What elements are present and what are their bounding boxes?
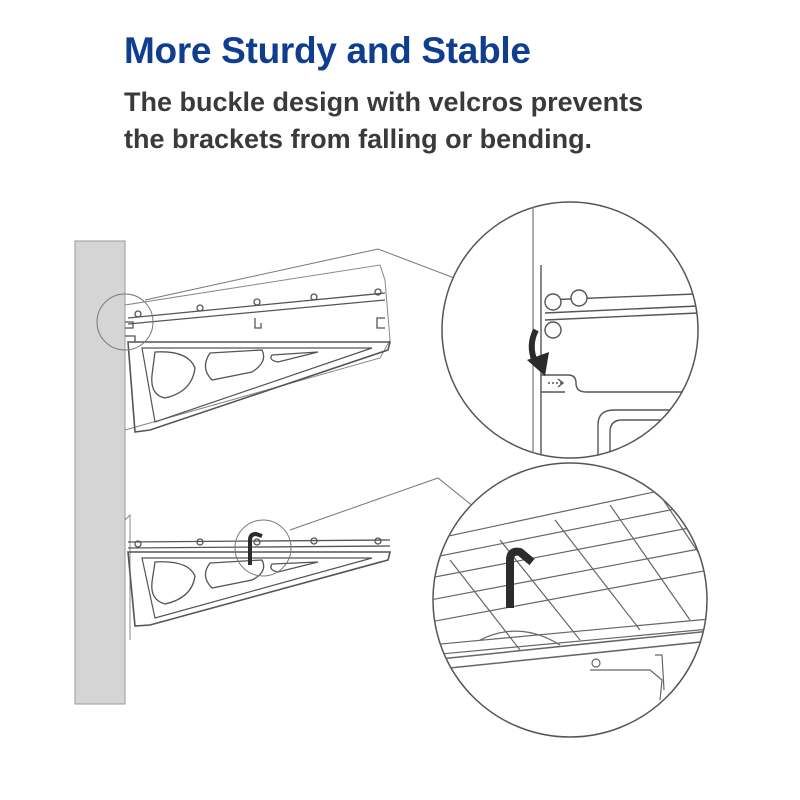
curved-arrow-icon — [527, 328, 549, 376]
wall — [74, 240, 126, 705]
bottom-shelf-bracket — [124, 513, 392, 640]
page-subtitle: The buckle design with velcros prevents … — [124, 84, 744, 158]
page-title: More Sturdy and Stable — [124, 30, 531, 71]
velcro-hook-icon — [506, 547, 535, 608]
subtitle-line-2: the brackets from falling or bending. — [124, 124, 593, 154]
top-shelf-bracket — [124, 264, 392, 433]
bottom-zoom-detail — [432, 462, 708, 738]
bottom-detail-marker — [234, 519, 292, 577]
top-detail-marker — [96, 293, 154, 351]
subtitle-line-1: The buckle design with velcros prevents — [124, 87, 644, 117]
velcro-strap-small — [248, 531, 263, 565]
top-zoom-detail — [441, 201, 699, 459]
